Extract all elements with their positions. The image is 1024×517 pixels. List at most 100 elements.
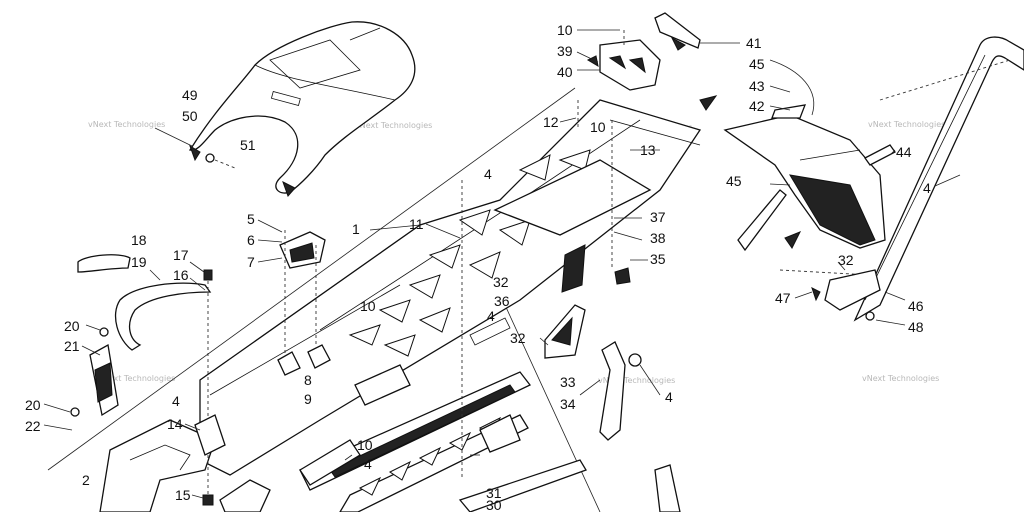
bracket [219,479,271,513]
callout-21: 21 [64,338,80,354]
callout-13: 13 [640,142,656,158]
callout-1: 1 [352,221,360,237]
callout-4: 4 [172,393,180,409]
leader-line [769,59,814,116]
nut [99,327,109,337]
washer [628,353,642,367]
callout-38: 38 [650,230,666,246]
nut [865,311,875,321]
leader-line [639,364,661,396]
callout-4: 4 [923,180,931,196]
leader-line [559,117,577,123]
bracket [479,414,521,453]
leader-line [43,424,73,431]
bolt [811,287,821,302]
watermark: vNext Technologies [355,121,432,130]
leader-line [576,51,599,63]
leader-line [425,223,461,239]
leader-line [191,494,204,499]
leader-line [184,423,201,431]
callouts: 1 2 4 4 4 4 4 4 5 6 7 8 9 10 10 10 10 11… [25,22,931,513]
callout-11: 11 [409,216,424,232]
leader-line [257,239,283,243]
leader-line [43,403,71,413]
callout-44: 44 [896,144,912,160]
bolt [586,55,599,68]
watermark: vNext Technologies [868,120,945,129]
callout-47: 47 [775,290,791,306]
callout-19: 19 [131,254,147,270]
leader-line [934,174,961,187]
plate [277,351,301,376]
callout-4: 4 [364,456,372,472]
leader-line [769,183,791,186]
leader-line [154,127,193,147]
callout-32: 32 [493,274,509,290]
leader-line [613,231,643,241]
callout-39: 39 [557,43,573,59]
callout-12: 12 [543,114,559,130]
leader-line [189,277,206,291]
gusset [299,439,361,486]
leader-line [149,269,161,281]
watermark: vNext Technologies [862,374,939,383]
callout-37: 37 [650,209,666,225]
callout-35: 35 [650,251,666,267]
watermark: vNext Technologies [88,120,165,129]
callout-7: 7 [247,254,255,270]
leader-line [889,149,896,156]
watermark: vNext Technologies [598,376,675,385]
callout-4: 4 [484,166,492,182]
callout-32: 32 [510,330,526,346]
callout-10: 10 [557,22,573,38]
watermark: vNext Technologies [98,374,175,383]
grommet [205,153,215,163]
spacer [354,364,411,406]
leader-line [257,219,283,233]
handle-cap [654,12,701,49]
leader-line [769,105,791,111]
callout-10: 10 [360,298,376,314]
callout-36: 36 [494,293,510,309]
leader-line [85,324,101,331]
callout-32: 32 [838,252,854,268]
callout-50: 50 [182,108,198,124]
grab-bar [115,282,212,351]
seat [188,21,416,197]
leader-line [794,291,813,299]
callout-15: 15 [175,487,191,503]
direction-arrow [699,95,718,111]
plate [307,344,331,369]
callout-42: 42 [749,98,765,114]
tunnel-assembly [199,99,702,476]
direction-arrow [784,231,802,249]
group-boundary-line [504,304,601,513]
callout-43: 43 [749,78,765,94]
callout-6: 6 [247,232,255,248]
callout-48: 48 [908,319,924,335]
rear-bumper [779,36,1024,322]
callout-4: 4 [487,308,495,324]
callout-41: 41 [746,35,762,51]
leader-line [214,159,236,169]
clip [614,267,631,285]
callout-45: 45 [726,173,742,189]
callout-4: 4 [665,389,673,405]
callout-51: 51 [240,137,256,153]
callout-46: 46 [908,298,924,314]
callout-14: 14 [167,416,183,432]
running-board [299,371,587,513]
leader-line [369,224,421,231]
leader-line [539,337,549,346]
callout-40: 40 [557,64,573,80]
leader-line [875,319,906,326]
callout-9: 9 [304,391,312,407]
leader-line [579,379,601,396]
group-boundary-line [47,87,576,471]
callout-31: 31 [486,485,502,501]
callout-49: 49 [182,87,198,103]
leader-line [344,454,353,461]
callout-18: 18 [131,232,147,248]
